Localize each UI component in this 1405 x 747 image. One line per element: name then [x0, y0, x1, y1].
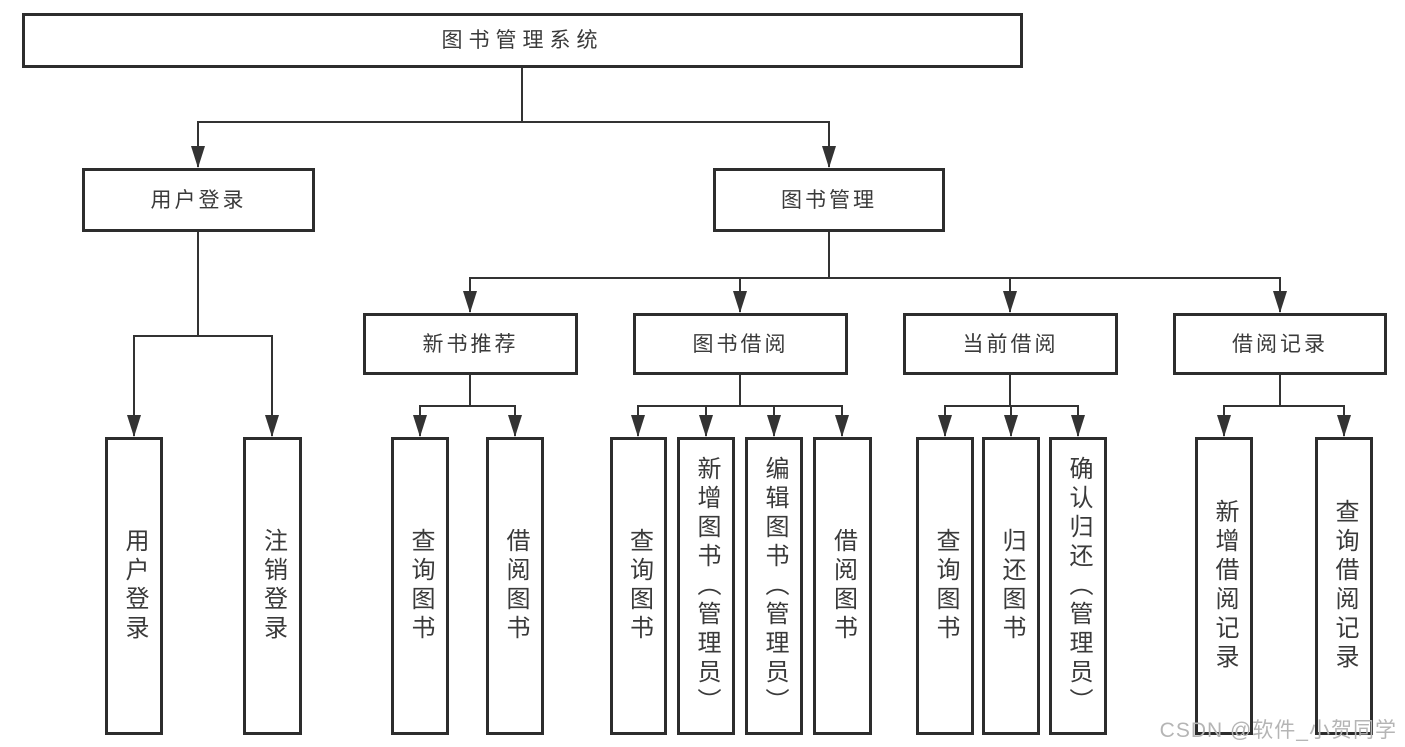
node-label: 借阅图书 [502, 528, 529, 644]
node-label: 借阅记录 [1232, 332, 1328, 356]
connector-root-to-level2 [197, 67, 830, 167]
arrowheads-level3 [463, 291, 1287, 313]
node-label: 注销登录 [259, 528, 287, 644]
node-label: 当前借阅 [962, 332, 1059, 356]
arrowheads-leaves [127, 415, 1351, 437]
node-label: 编辑图书（管理员） [761, 455, 788, 717]
node-label: 归还图书 [998, 528, 1025, 644]
node-label: 确认归还（管理员） [1065, 455, 1092, 717]
node-user-login: 用户登录 [82, 168, 315, 232]
node-label: 查询借阅记录 [1331, 499, 1358, 673]
leaf-logout-login: 注销登录 [243, 437, 302, 735]
node-label: 用户登录 [150, 188, 247, 212]
leaf-nb-query-books: 查询图书 [391, 437, 449, 735]
leaf-nb-borrow-books: 借阅图书 [486, 437, 544, 735]
leaf-br-add-record: 新增借阅记录 [1195, 437, 1253, 735]
arrowheads-level2 [191, 146, 836, 168]
node-label: 新书推荐 [422, 332, 519, 356]
leaf-bb-query-books: 查询图书 [610, 437, 667, 735]
node-label: 图书管理系统 [441, 29, 604, 52]
connector-user-login-children [133, 231, 273, 436]
leaf-bb-borrow-books: 借阅图书 [813, 437, 872, 735]
node-label: 图书管理 [781, 188, 877, 212]
node-book-borrow: 图书借阅 [633, 313, 848, 375]
node-label: 新增借阅记录 [1211, 499, 1238, 673]
node-label: 图书借阅 [692, 332, 789, 356]
node-label: 查询图书 [932, 528, 959, 644]
leaf-user-login: 用户登录 [105, 437, 163, 735]
leaf-br-query-record: 查询借阅记录 [1315, 437, 1373, 735]
leaf-cb-confirm-return-admin: 确认归还（管理员） [1049, 437, 1107, 735]
node-borrow-record: 借阅记录 [1173, 313, 1387, 375]
node-new-book-recommend: 新书推荐 [363, 313, 578, 375]
csdn-watermark: CSDN @软件_小贺同学 [1159, 719, 1397, 742]
node-current-borrow: 当前借阅 [903, 313, 1118, 375]
connector-book-management-children [469, 231, 1281, 312]
node-label: 用户登录 [121, 528, 148, 644]
connector-leaf-rails [419, 374, 1345, 436]
node-root-library-system: 图书管理系统 [22, 13, 1023, 68]
leaf-cb-return-books: 归还图书 [982, 437, 1040, 735]
leaf-bb-edit-books-admin: 编辑图书（管理员） [745, 437, 803, 735]
node-label: 查询图书 [407, 528, 434, 644]
leaf-cb-query-books: 查询图书 [916, 437, 974, 735]
node-label: 新增图书（管理员） [693, 455, 720, 717]
leaf-bb-add-books-admin: 新增图书（管理员） [677, 437, 735, 735]
node-label: 借阅图书 [829, 528, 857, 644]
node-label: 查询图书 [625, 528, 653, 644]
node-book-management: 图书管理 [713, 168, 945, 232]
